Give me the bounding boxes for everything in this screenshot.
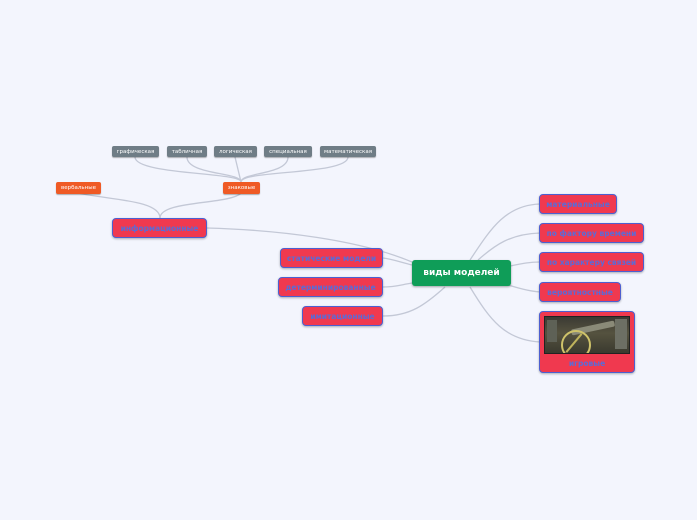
node-imitation[interactable]: имитационные: [302, 306, 383, 326]
node-material-label: материальные: [546, 199, 610, 209]
link-root-relations: [509, 261, 541, 267]
node-game-label: игровые: [568, 359, 606, 368]
link-root-time: [477, 232, 541, 261]
node-sign[interactable]: знаковые: [223, 182, 260, 194]
link-info-verbal: [77, 192, 161, 219]
node-verbal-label: вербальные: [61, 185, 96, 191]
node-table-label: табличная: [171, 148, 203, 155]
node-deterministic[interactable]: детерминированные: [278, 277, 383, 297]
link-root-material: [469, 203, 541, 261]
node-static-models[interactable]: статические модели: [280, 248, 383, 268]
root-label: виды моделей: [423, 268, 500, 278]
node-logic[interactable]: логическая: [214, 146, 257, 157]
link-sign-special: [240, 156, 289, 183]
node-graphic-label: графическая: [116, 148, 155, 155]
link-sign-math: [240, 156, 349, 183]
node-time-factor-label: по фактору времени: [546, 228, 637, 238]
node-relations[interactable]: по характеру связей: [539, 252, 644, 272]
link-root-imitation: [382, 286, 446, 317]
link-root-game: [469, 286, 541, 343]
node-material[interactable]: материальные: [539, 194, 617, 214]
node-special[interactable]: специальная: [264, 146, 312, 157]
node-probabilistic-label: вероятностные: [547, 287, 613, 297]
node-static-models-label: статические модели: [286, 253, 377, 263]
node-table[interactable]: табличная: [167, 146, 207, 157]
node-imitation-label: имитационные: [310, 311, 375, 321]
node-informational-label: информационные: [120, 223, 199, 233]
link-sign-table: [186, 156, 242, 183]
root-node-model-types[interactable]: виды моделей: [412, 260, 511, 286]
node-game[interactable]: игровые: [539, 311, 635, 373]
node-graphic[interactable]: графическая: [112, 146, 159, 157]
link-info-sign: [159, 192, 242, 219]
link-root-deterministic: [382, 282, 413, 288]
node-informational[interactable]: информационные: [112, 218, 207, 238]
node-logic-label: логическая: [218, 148, 252, 155]
node-deterministic-label: детерминированные: [285, 282, 376, 292]
node-time-factor[interactable]: по фактору времени: [539, 223, 644, 243]
node-math[interactable]: математическая: [320, 146, 376, 157]
link-sign-logic: [234, 156, 242, 183]
link-sign-graphic: [134, 156, 242, 183]
node-special-label: специальная: [269, 148, 307, 155]
node-verbal[interactable]: вербальные: [56, 182, 101, 194]
game-thumbnail-image: [544, 316, 630, 354]
node-sign-label: знаковые: [227, 185, 256, 191]
node-probabilistic[interactable]: вероятностные: [539, 282, 621, 302]
node-math-label: математическая: [323, 148, 373, 155]
link-root-probabilistic: [504, 283, 541, 293]
node-relations-label: по характеру связей: [546, 257, 637, 267]
link-root-static: [382, 257, 413, 266]
link-root-informational: [206, 227, 413, 263]
